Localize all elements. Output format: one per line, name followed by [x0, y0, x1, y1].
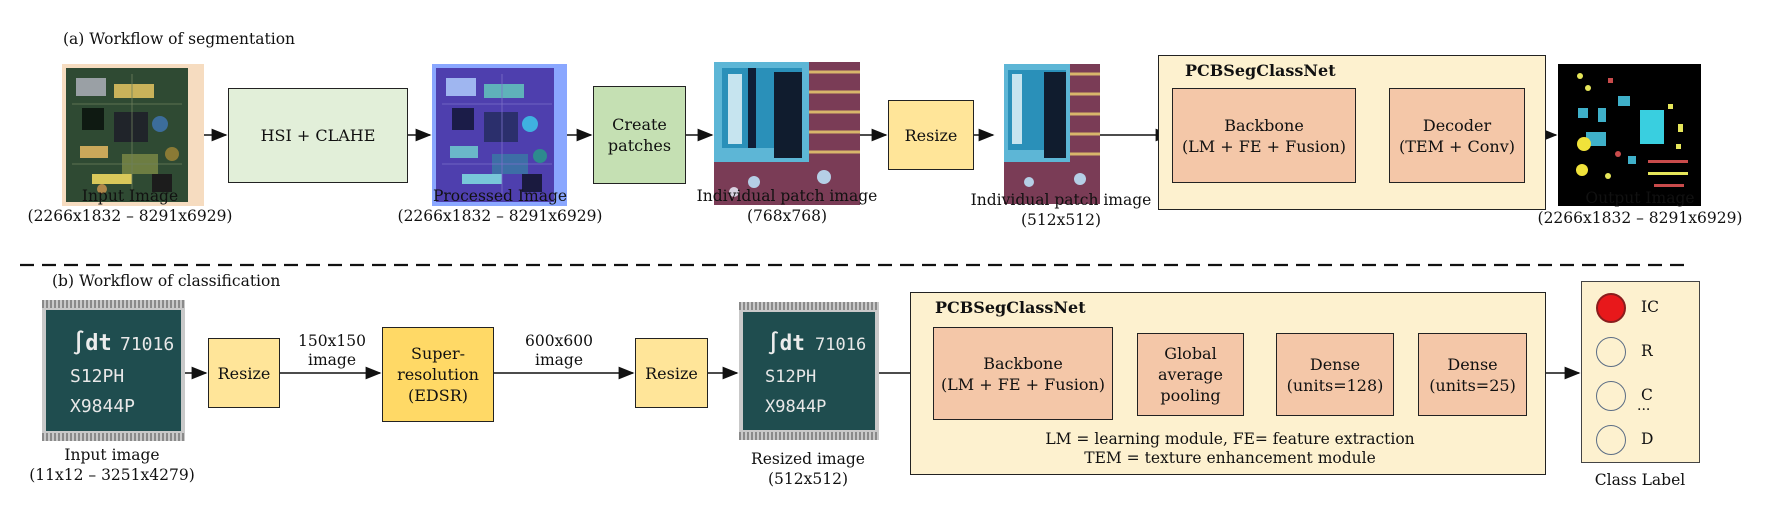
- processed-image-caption: Processed Image (2266x1832 – 8291x6929): [380, 186, 620, 226]
- class-label-c: C: [1641, 386, 1653, 404]
- caption-line: (512x512): [1020, 211, 1101, 229]
- caption-line: (2266x1832 – 8291x6929): [1537, 209, 1743, 227]
- resized-image-caption: Resized image (512x512): [718, 449, 898, 489]
- input-image-caption: Input Image (2266x1832 – 8291x6929): [10, 186, 250, 226]
- create-patches-box: Create patches: [593, 86, 686, 184]
- box-label: resolution: [397, 365, 479, 384]
- caption-line: Individual patch image: [696, 187, 878, 205]
- box-label: patches: [607, 136, 672, 155]
- caption-line: (512x512): [767, 470, 848, 488]
- box-label: Create: [612, 115, 667, 134]
- box-label: Resize: [904, 125, 958, 145]
- classification-title: (b) Workflow of classification: [52, 272, 281, 290]
- box-label: (TEM + Conv): [1398, 136, 1515, 156]
- box-label: (units=128): [1286, 375, 1384, 395]
- super-resolution-box: Super- resolution (EDSR): [382, 327, 494, 422]
- label-150-image: 150x150 image: [292, 332, 372, 370]
- chip-text-2: S12PH: [765, 367, 816, 387]
- caption-line: Individual patch image: [970, 191, 1152, 209]
- svg-text:∫dt: ∫dt: [72, 330, 112, 356]
- dense-25-box: Dense (units=25): [1418, 333, 1527, 416]
- box-label: Dense: [1309, 354, 1361, 374]
- input-pcb-image: [62, 64, 204, 206]
- box-label: (units=25): [1429, 375, 1516, 395]
- global-average-pooling-box: Global average pooling: [1137, 333, 1244, 416]
- box-label: average: [1158, 365, 1223, 384]
- patch-512-caption: Individual patch image (512x512): [966, 190, 1156, 230]
- backbone-box-a: Backbone (LM + FE + Fusion): [1172, 88, 1356, 183]
- caption-line: Input Image: [81, 187, 179, 205]
- chip-text-2: S12PH: [70, 366, 124, 387]
- box-label: Backbone: [1224, 115, 1304, 135]
- class-label-d: D: [1641, 430, 1654, 448]
- class-node-r: [1596, 337, 1626, 367]
- pcbsegclassnet-title-b: PCBSegClassNet: [935, 298, 1086, 317]
- resize-box-b1: Resize: [208, 338, 280, 408]
- svg-text:∫dt: ∫dt: [767, 331, 805, 355]
- caption-line: Resized image: [751, 450, 865, 468]
- patch-768-image: [714, 62, 860, 205]
- chip-text-1: 71016: [815, 335, 866, 355]
- legend-line: TEM = texture enhancement module: [1084, 449, 1376, 467]
- legend-line: LM = learning module, FE= feature extrac…: [1045, 430, 1415, 448]
- input-chip-caption: Input image (11x12 – 3251x4279): [12, 445, 212, 485]
- label-line: image: [308, 351, 356, 369]
- box-label: Decoder: [1422, 115, 1492, 135]
- caption-line: (2266x1832 – 8291x6929): [27, 207, 233, 225]
- label-line: 150x150: [298, 332, 366, 350]
- backbone-box-b: Backbone (LM + FE + Fusion): [933, 327, 1113, 420]
- patch-768-caption: Individual patch image (768x768): [672, 186, 902, 226]
- box-label: (LM + FE + Fusion): [940, 374, 1106, 394]
- abbreviation-legend: LM = learning module, FE= feature extrac…: [1000, 430, 1460, 468]
- caption-line: Output Image: [1585, 189, 1695, 207]
- pcbsegclassnet-title-a: PCBSegClassNet: [1185, 61, 1336, 80]
- segmentation-title: (a) Workflow of segmentation: [63, 30, 296, 48]
- input-chip-image: ∫dt 71016 S12PH X9844P: [42, 300, 185, 441]
- box-label: HSI + CLAHE: [260, 126, 376, 145]
- box-label: Global: [1164, 344, 1217, 363]
- resize-box-a: Resize: [888, 100, 974, 170]
- output-segmentation-image: [1558, 64, 1701, 206]
- class-node-c: [1596, 381, 1626, 411]
- dense-128-box: Dense (units=128): [1276, 333, 1394, 416]
- box-label: Resize: [217, 363, 271, 383]
- patch-512-image: [1004, 64, 1100, 204]
- chip-text-3: X9844P: [70, 396, 135, 417]
- class-label-ic: IC: [1641, 298, 1659, 316]
- chip-text-3: X9844P: [765, 397, 826, 417]
- box-label: Backbone: [983, 353, 1063, 373]
- processed-pcb-image: [432, 64, 567, 206]
- box-label: (LM + FE + Fusion): [1181, 136, 1347, 156]
- caption-line: (2266x1832 – 8291x6929): [397, 207, 603, 225]
- caption-line: Input image: [64, 446, 160, 464]
- hsi-clahe-box: HSI + CLAHE: [228, 88, 408, 183]
- resize-box-b2: Resize: [635, 338, 708, 408]
- class-ellipsis: ...: [1637, 398, 1651, 414]
- caption-line: (768x768): [746, 207, 827, 225]
- box-label: Resize: [645, 363, 698, 383]
- box-label: Super-: [410, 344, 466, 363]
- class-label-caption: Class Label: [1594, 471, 1686, 489]
- output-image-caption: Output Image (2266x1832 – 8291x6929): [1520, 188, 1760, 228]
- box-label: (EDSR): [408, 386, 468, 405]
- caption-line: Processed Image: [432, 187, 568, 205]
- box-label: Dense: [1447, 354, 1498, 374]
- label-600-image: 600x600 image: [516, 332, 602, 370]
- label-line: 600x600: [525, 332, 593, 350]
- class-node-d: [1596, 425, 1626, 455]
- label-line: image: [535, 351, 583, 369]
- resized-chip-image: ∫dt 71016 S12PH X9844P: [739, 302, 879, 440]
- box-label: pooling: [1160, 386, 1221, 405]
- class-node-ic: [1596, 293, 1626, 323]
- class-label-r: R: [1641, 342, 1653, 360]
- decoder-box: Decoder (TEM + Conv): [1389, 88, 1525, 183]
- caption-line: (11x12 – 3251x4279): [29, 466, 195, 484]
- chip-text-1: 71016: [120, 334, 174, 355]
